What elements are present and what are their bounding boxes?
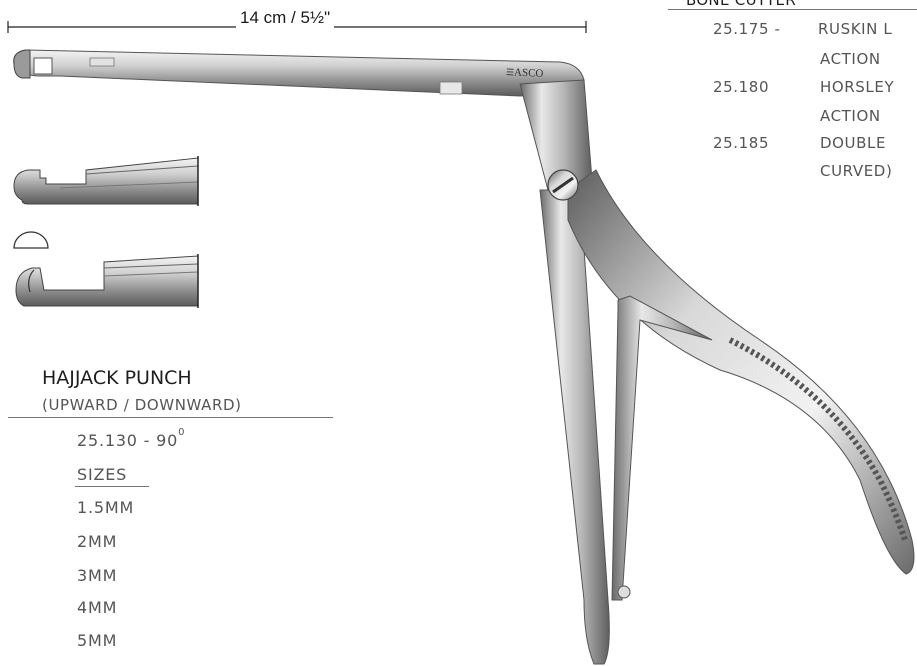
hajjack-code-text: 25.130 - 90: [77, 431, 179, 450]
bone-cutter-code-1: 25.175 -: [713, 20, 781, 38]
bone-cutter-text-6: CURVED): [820, 162, 893, 180]
hajjack-code: 25.130 - 900: [77, 427, 185, 450]
punch-instrument-illustration: [13, 49, 915, 665]
dimension-label: 14 cm / 5½": [236, 8, 335, 28]
size-item: 2MM: [77, 532, 118, 551]
hajjack-divider: [8, 417, 333, 418]
hajjack-subtitle: (UPWARD / DOWNWARD): [42, 396, 242, 414]
size-item: 5MM: [77, 631, 118, 650]
bone-cutter-divider: [668, 9, 917, 10]
bone-cutter-text-3: HORSLEY: [820, 78, 895, 96]
brand-logo: ☰ASCO: [506, 66, 544, 80]
upward-tip-detail-icon: [13, 156, 199, 206]
brand-text: ASCO: [513, 66, 544, 80]
hajjack-code-degree: 0: [178, 427, 186, 438]
size-item: 3MM: [77, 566, 118, 585]
hajjack-title: HAJJACK PUNCH: [42, 367, 192, 389]
bone-cutter-text-5: DOUBLE: [820, 134, 887, 152]
downward-tip-detail-icon: [15, 254, 199, 308]
bone-cutter-text-2: ACTION: [820, 50, 881, 68]
bone-cutter-title: BONE CUTTER: [686, 0, 797, 9]
bone-cutter-text-1: RUSKIN L: [818, 20, 893, 38]
sizes-label: SIZES: [77, 465, 128, 484]
bone-cutter-code-3: 25.180: [713, 78, 770, 96]
semicircle-profile-icon: [13, 231, 49, 249]
sizes-underline: [75, 486, 149, 487]
size-item: 1.5MM: [77, 498, 135, 517]
size-item: 4MM: [77, 598, 118, 617]
bone-cutter-text-4: ACTION: [820, 107, 881, 125]
bone-cutter-code-5: 25.185: [713, 134, 770, 152]
